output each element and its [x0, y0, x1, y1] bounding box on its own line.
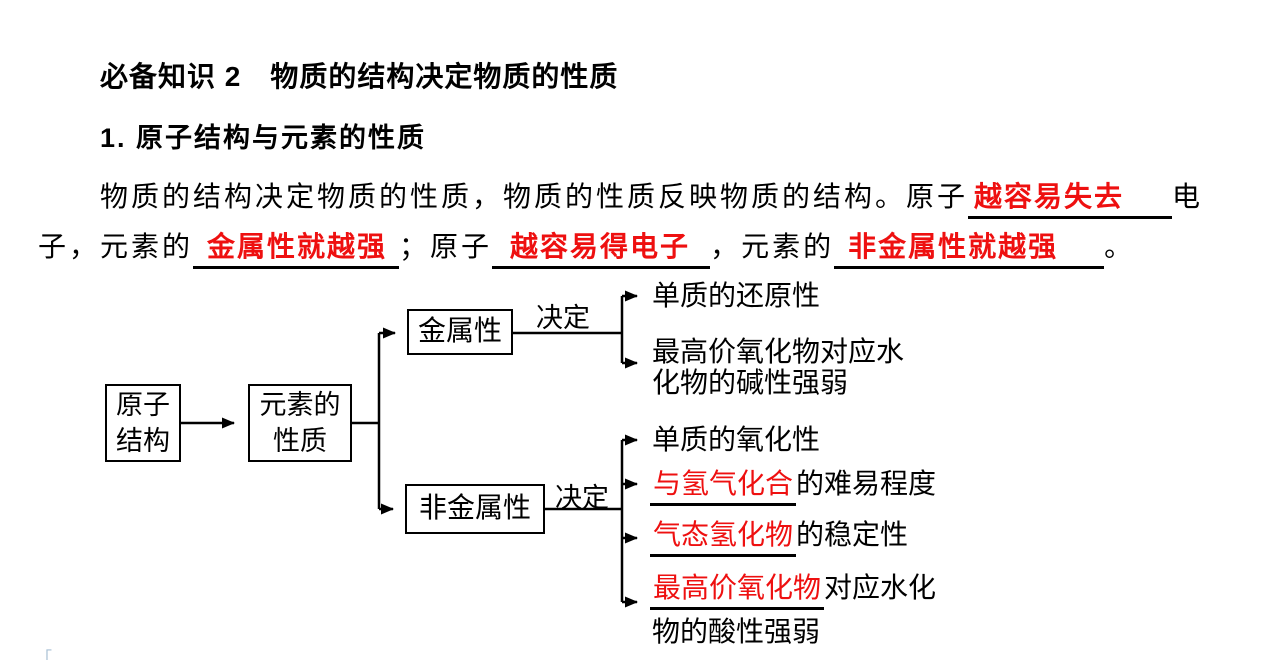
nonmetal-item-hydride-stability: 气态氢化物的稳定性 — [650, 520, 908, 557]
paragraph-line-2: 子，元素的金属性就越强 ；原子越容易得电子 ，元素的非金属性就越强 。 — [38, 228, 1135, 269]
item-text: 最高价氧化物对应水 — [652, 337, 905, 368]
node-metallicity: 金属性 — [407, 309, 513, 355]
metal-item-reducibility: 单质的还原性 — [652, 281, 821, 312]
blank-answer: 金属性就越强 — [207, 231, 388, 262]
node-label: 非金属性 — [418, 493, 531, 524]
item-text: 的难易程度 — [796, 469, 937, 500]
node-label: 原子 — [116, 390, 170, 420]
body-text: 。 — [1104, 231, 1136, 262]
answer-underlined: 最高价氧化物 — [650, 573, 825, 610]
sub-heading: 1. 原子结构与元素的性质 — [100, 123, 427, 153]
body-text: 物质的结构决定物质的性质，物质的性质反映物质的结构。原子 — [100, 181, 969, 212]
node-label: 结构 — [116, 426, 170, 456]
node-element-properties: 元素的性质 — [248, 384, 352, 462]
body-text: ；原子 — [399, 231, 493, 262]
blank-answer: 非金属性就越强 — [848, 231, 1059, 262]
body-text: 电 — [1172, 181, 1204, 212]
fill-in-blank: 非金属性就越强 — [834, 230, 1105, 269]
paragraph-line-1: 物质的结构决定物质的性质，物质的性质反映物质的结构。原子越容易失去 电 — [100, 178, 1203, 219]
section-heading: 必备知识 2 物质的结构决定物质的性质 — [100, 61, 619, 92]
edge-label-decide-bottom: 决定 — [555, 483, 609, 513]
nonmetal-item-oxidizing: 单质的氧化性 — [652, 425, 821, 456]
answer-underlined: 气态氢化物 — [650, 520, 797, 557]
nonmetal-item-oxide-acidity-line2: 物的酸性强弱 — [652, 617, 821, 648]
blank-answer: 越容易得电子 — [510, 231, 691, 262]
node-label: 性质 — [273, 426, 327, 456]
body-text: 子，元素的 — [38, 231, 194, 262]
nonmetal-item-hydrogen-combination: 与氢气化合的难易程度 — [650, 469, 936, 506]
item-text: 化物的碱性强弱 — [652, 368, 849, 399]
node-atomic-structure: 原子结构 — [105, 384, 181, 462]
blank-answer: 越容易失去 — [974, 181, 1125, 212]
corner-bracket-mark: 「 — [36, 650, 53, 667]
node-nonmetallicity: 非金属性 — [405, 484, 545, 534]
nonmetal-item-oxide-acidity-line1: 最高价氧化物对应水化 — [650, 573, 936, 610]
metal-item-hydroxide-basicity: 最高价氧化物对应水 化物的碱性强弱 — [652, 337, 904, 399]
node-label: 元素的 — [259, 390, 341, 420]
answer-underlined: 与氢气化合 — [650, 469, 797, 506]
fill-in-blank: 金属性就越强 — [193, 230, 400, 269]
item-text: 的稳定性 — [796, 520, 909, 551]
body-text: ，元素的 — [710, 231, 835, 262]
node-label: 金属性 — [417, 316, 502, 347]
fill-in-blank: 越容易失去 — [968, 180, 1173, 219]
item-text: 对应水化 — [824, 573, 937, 604]
edge-label-decide-top: 决定 — [536, 303, 590, 333]
fill-in-blank: 越容易得电子 — [492, 230, 711, 269]
